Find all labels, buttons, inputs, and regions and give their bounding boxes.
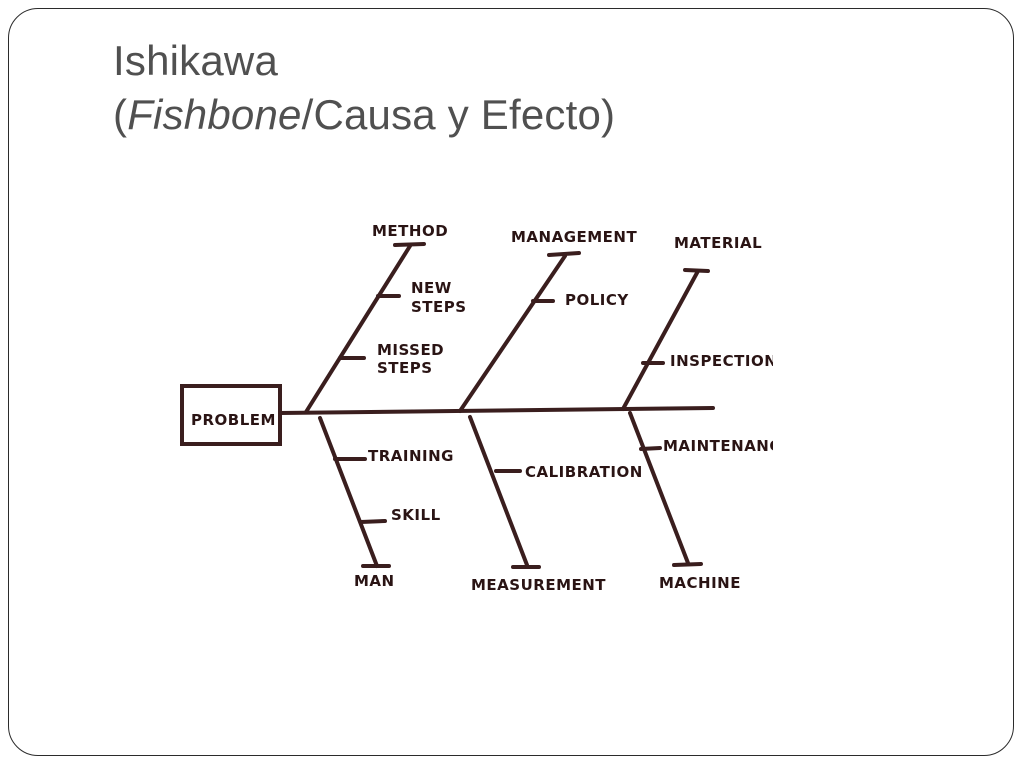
- fishbone-lines: [180, 242, 715, 569]
- cause-new-steps-line1: NEW: [411, 279, 452, 297]
- cause-maintenance-label: MAINTENANCE: [663, 437, 773, 455]
- cause-inspection-label: INSPECTION: [670, 352, 773, 370]
- bone-man: [318, 416, 379, 568]
- title-italic-word: Fishbone: [127, 91, 302, 138]
- bone-management-cap: [547, 251, 581, 257]
- cause-tick-maintenance: [639, 446, 662, 451]
- title-line-2: (Fishbone/Causa y Efecto): [113, 88, 615, 142]
- category-material-label: MATERIAL: [674, 234, 762, 252]
- cause-missed-steps-line2: STEPS: [377, 359, 433, 377]
- cause-new-steps-line2: STEPS: [411, 298, 467, 316]
- bone-method-cap: [393, 242, 426, 247]
- title-paren-open: (: [113, 91, 128, 138]
- spine-line: [278, 406, 715, 415]
- bone-machine-cap: [672, 562, 703, 567]
- bone-measurement: [468, 415, 529, 567]
- bone-material: [621, 269, 700, 411]
- problem-label: PROBLEM: [191, 411, 276, 429]
- category-machine-label: MACHINE: [659, 574, 741, 592]
- cause-policy-label: POLICY: [565, 291, 629, 309]
- title-rest: /Causa y Efecto): [301, 91, 616, 138]
- title-line-1: Ishikawa: [113, 37, 279, 84]
- cause-tick-skill: [359, 519, 387, 524]
- cause-skill-label: SKILL: [391, 506, 441, 524]
- bone-method: [304, 244, 412, 414]
- problem-box: [180, 384, 282, 446]
- category-management-label: MANAGEMENT: [511, 228, 637, 246]
- bone-management: [458, 254, 567, 413]
- cause-missed-steps-line1: MISSED: [377, 341, 444, 359]
- category-measurement-label: MEASUREMENT: [471, 576, 606, 594]
- bone-machine: [628, 411, 690, 565]
- fishbone-diagram: PROBLEM METHOD MANAGEMENT MATERIAL MAN M…: [165, 213, 773, 618]
- cause-calibration-label: CALIBRATION: [525, 463, 643, 481]
- cause-training-label: TRAINING: [368, 447, 454, 465]
- fishbone-svg: PROBLEM METHOD MANAGEMENT MATERIAL MAN M…: [180, 222, 773, 594]
- bone-material-cap: [683, 268, 710, 273]
- slide-title: Ishikawa (Fishbone/Causa y Efecto): [113, 34, 615, 142]
- category-method-label: METHOD: [372, 222, 448, 240]
- category-man-label: MAN: [354, 572, 395, 590]
